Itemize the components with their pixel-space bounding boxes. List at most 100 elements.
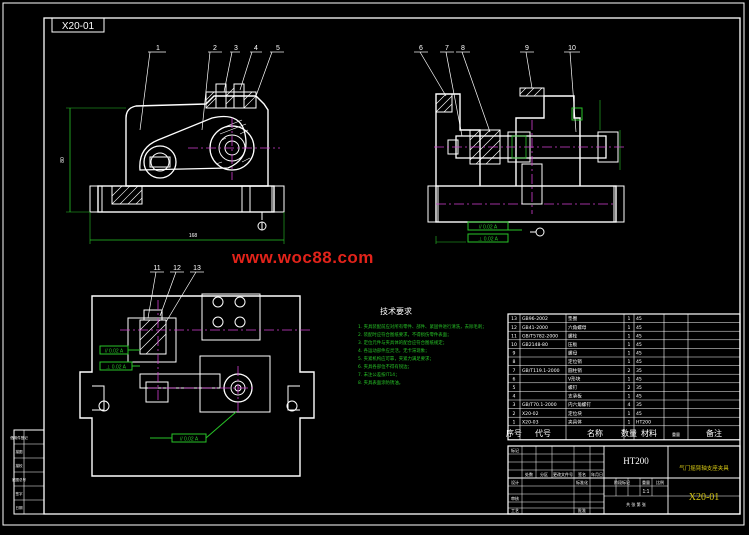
bom-cell-code: GB/T119.1-2000 bbox=[522, 368, 560, 374]
top-view: // 0.02 A ⊥ 0.02 A // 0.02 A 11 12 13 bbox=[79, 265, 315, 477]
left-strip: 借用件登记 描图 描校 底图总号 签字 日期 bbox=[10, 429, 45, 515]
bom-cell-qty: 4 bbox=[628, 402, 631, 408]
bom-cell-name: 螺钉 bbox=[568, 384, 578, 391]
front-view: 168 80 1 2 3 4 5 bbox=[60, 45, 285, 244]
callout-11: 11 bbox=[153, 265, 160, 272]
tol-top-a: // 0.02 A bbox=[105, 349, 124, 355]
strip-date: 日期 bbox=[16, 505, 23, 510]
scale: 1:1 bbox=[643, 489, 650, 495]
bom-cell-material: 45 bbox=[636, 333, 642, 339]
bom-cell-name: 螺母 bbox=[568, 350, 578, 357]
tech-req-2: 2. 装配时应符合图纸要求，不得损伤零件表面； bbox=[358, 331, 451, 338]
bom-cell-name: 六角螺母 bbox=[568, 324, 587, 331]
strip-check: 描校 bbox=[16, 463, 23, 468]
bom-cell-material: 45 bbox=[636, 351, 642, 357]
callout-12: 12 bbox=[173, 265, 181, 272]
bom-cell-material: 45 bbox=[636, 342, 642, 348]
code-big: X20-01 bbox=[689, 492, 720, 503]
bom-header-cell: 序号 bbox=[506, 428, 522, 438]
bom-cell-qty: 2 bbox=[628, 385, 631, 391]
tb-scale-label: 比例 bbox=[656, 479, 664, 485]
inner-frame bbox=[43, 17, 741, 515]
bom-cell-code: GB/T70.1-2000 bbox=[522, 402, 557, 408]
strip-borrow: 借用件登记 bbox=[10, 435, 28, 440]
tol-top-c: // 0.02 A bbox=[180, 437, 199, 443]
tech-req-5: 5. 夹紧机构应可靠，夹紧力满足要求； bbox=[358, 355, 434, 362]
bom-cell-no: 1 bbox=[513, 419, 516, 425]
bom-cell-no: 2 bbox=[513, 411, 516, 417]
tol-top-b: ⊥ 0.02 A bbox=[106, 365, 127, 371]
callout-7: 7 bbox=[445, 45, 449, 52]
tech-req-3: 3. 定位元件与夹具体的配合应符合图纸规定； bbox=[358, 339, 447, 346]
bom-cell-no: 7 bbox=[513, 368, 516, 374]
bom-cell-no: 13 bbox=[511, 316, 517, 322]
bom-cell-name: 垫圈 bbox=[568, 315, 578, 322]
tb-label-sign: 签名 bbox=[578, 471, 586, 477]
tol-side-a: // 0.02 A bbox=[479, 225, 498, 231]
bom-cell-material: 45 bbox=[636, 359, 642, 365]
tol-side-b: ⊥ 0.02 A bbox=[478, 237, 499, 243]
bom-cell-material: 35 bbox=[636, 402, 642, 408]
callout-9: 9 bbox=[525, 45, 529, 52]
bom-cell-material: 45 bbox=[636, 325, 642, 331]
bom-header-cell: 材料 bbox=[641, 428, 657, 438]
bom-cell-no: 12 bbox=[511, 325, 517, 331]
bom-cell-code: GB2148-80 bbox=[522, 342, 548, 348]
bom-cell-qty: 1 bbox=[628, 316, 631, 322]
bom-cell-qty: 1 bbox=[628, 333, 631, 339]
bom-cell-material: 45 bbox=[636, 411, 642, 417]
bom-header-cell: 代号 bbox=[535, 428, 551, 438]
bom-cell-name: 支承板 bbox=[568, 393, 582, 400]
bom-cell-material: 45 bbox=[636, 394, 642, 400]
bom-cell-name: 夹具体 bbox=[568, 418, 582, 425]
callout-10: 10 bbox=[568, 45, 576, 52]
bom-cell-qty: 1 bbox=[628, 342, 631, 348]
tb-label-design: 设计 bbox=[511, 479, 519, 485]
tb-label-review: 审核 bbox=[511, 495, 519, 501]
tech-req-6: 6. 夹具各部位不得有锐边； bbox=[358, 363, 412, 370]
bom-cell-material: 45 bbox=[636, 376, 642, 382]
tb-label-zone: 分区 bbox=[540, 471, 548, 477]
code-tag-box bbox=[51, 17, 105, 33]
bom-header-cell: 名称 bbox=[587, 428, 603, 438]
strip-trace: 描图 bbox=[16, 449, 23, 454]
bom-cell-name: 圆柱销 bbox=[568, 367, 582, 374]
bom-cell-material: 35 bbox=[636, 368, 642, 374]
tech-req-4: 4. 各运动部件应灵活，无卡滞现象； bbox=[358, 347, 429, 354]
bom-cell-material: HT200 bbox=[636, 419, 651, 425]
tb-label-date: 年月日 bbox=[591, 471, 603, 477]
tech-req-7: 7. 未注公差按IT14； bbox=[358, 371, 400, 378]
bom-cell-code: X20-02 bbox=[522, 411, 539, 417]
bom-cell-code: GB/T5782-2000 bbox=[522, 333, 558, 339]
bom-cell-material: 45 bbox=[636, 316, 642, 322]
tb-label-process: 工艺 bbox=[511, 508, 519, 513]
bom-cell-no: 10 bbox=[511, 342, 517, 348]
strip-sign: 签字 bbox=[16, 491, 23, 496]
tech-req-1: 1. 夹具装配前应对所有零件、部件、紧固件进行清洗，去除毛刺； bbox=[358, 323, 487, 330]
front-height-dim: 80 bbox=[60, 157, 66, 163]
tb-label-mark: 标记 bbox=[511, 447, 519, 453]
callout-4: 4 bbox=[254, 45, 258, 52]
bom-cell-name: V形块 bbox=[568, 375, 581, 382]
bom-cell-qty: 2 bbox=[628, 368, 631, 374]
bom-cell-qty: 1 bbox=[628, 359, 631, 365]
bom-cell-code: GB96-2002 bbox=[522, 316, 548, 322]
bom-cell-no: 5 bbox=[513, 385, 516, 391]
bom-cell-qty: 1 bbox=[628, 411, 631, 417]
tb-label-std: 标准化 bbox=[576, 479, 588, 485]
callout-6: 6 bbox=[419, 45, 423, 52]
bom-cell-name: 定位块 bbox=[568, 410, 582, 417]
bom-cell-name: 螺栓 bbox=[568, 332, 578, 339]
bom-header-cell: 重量 bbox=[672, 431, 680, 437]
bom-cell-name: 压板 bbox=[568, 341, 578, 348]
bom-header-cell: 备注 bbox=[706, 428, 722, 438]
bom-cell-qty: 1 bbox=[628, 351, 631, 357]
tb-label-approve: 批准 bbox=[578, 507, 586, 513]
bom-cell-qty: 1 bbox=[628, 325, 631, 331]
tech-req-8: 8. 夹具表面涂防锈油。 bbox=[358, 379, 403, 386]
tech-requirements: 技术要求 1. 夹具装配前应对所有零件、部件、紧固件进行清洗，去除毛刺； 2. … bbox=[358, 306, 487, 386]
tb-label-count: 处数 bbox=[525, 471, 533, 477]
bom-cell-no: 11 bbox=[511, 333, 517, 339]
